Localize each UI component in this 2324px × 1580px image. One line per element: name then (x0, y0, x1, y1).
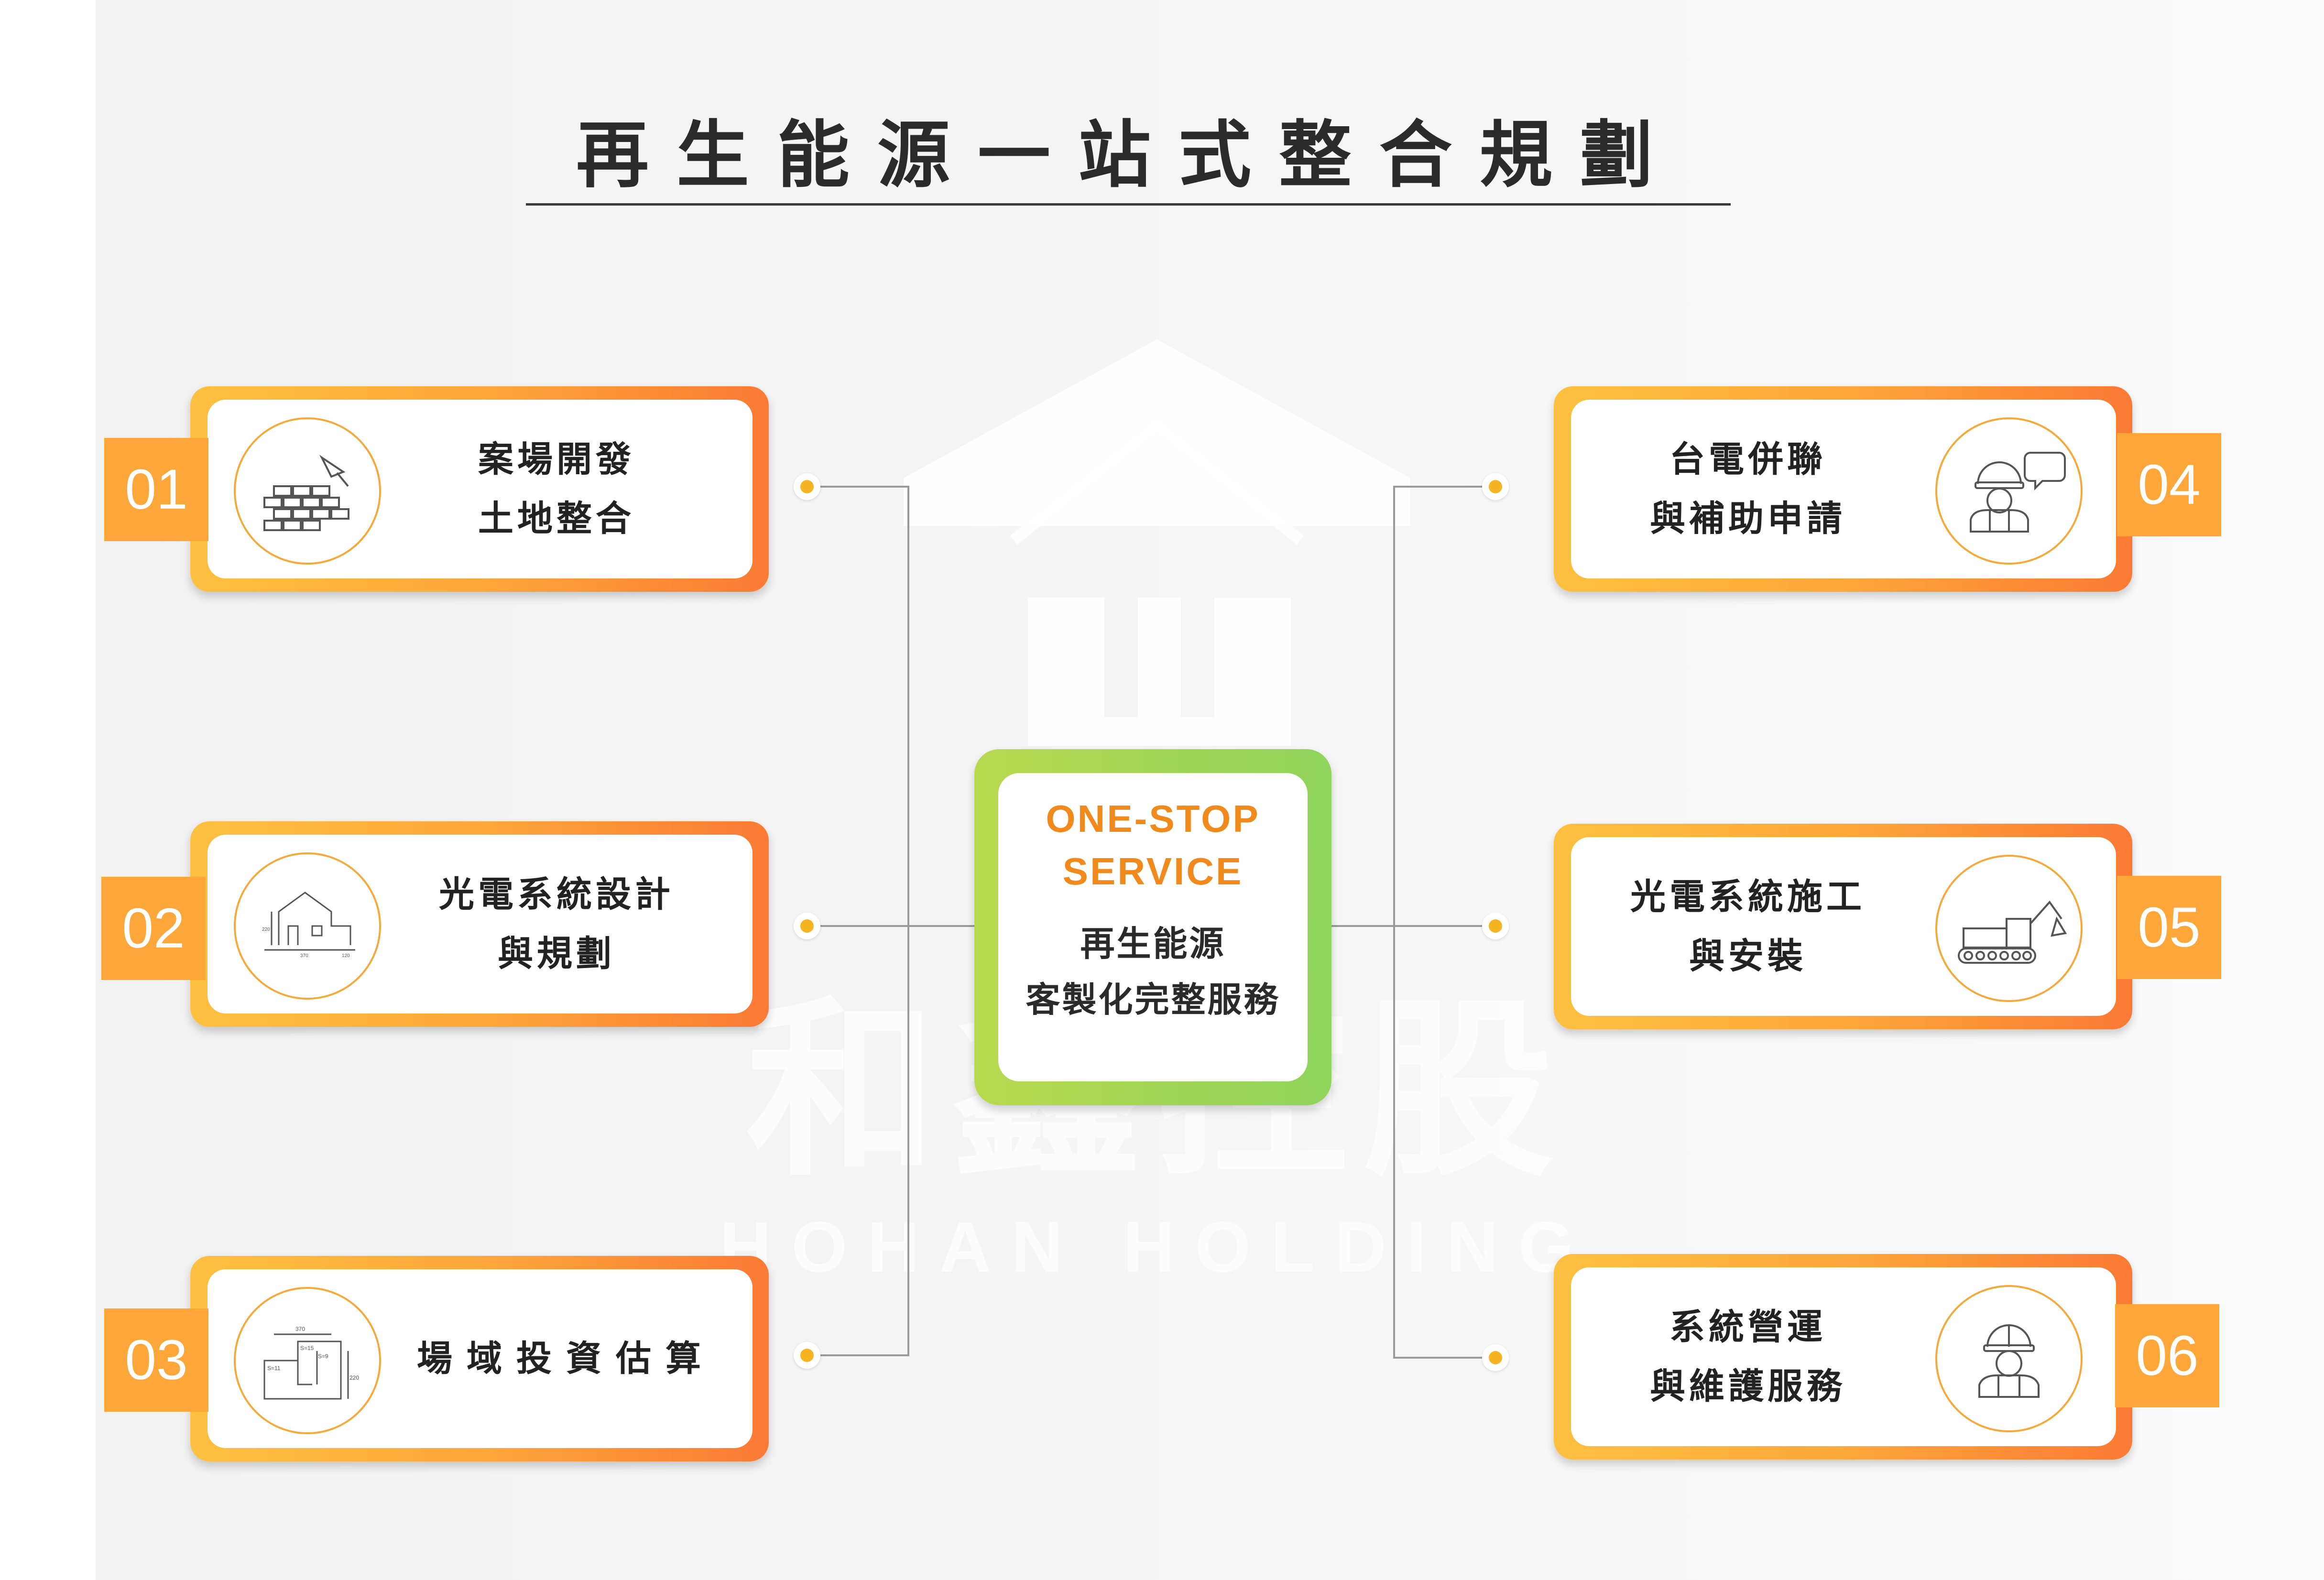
step-title-line1: 光電系統設計 (439, 874, 674, 915)
step-title-line1: 案場開發 (478, 439, 635, 480)
connector-dot-02 (794, 913, 820, 939)
step-card-06: 系統營運 與維護服務 (1554, 1254, 2132, 1460)
center-hub-body: ONE-STOP SERVICE 再生能源 客製化完整服務 (998, 773, 1308, 1081)
step-text: 光電系統施工 與安裝 (1590, 837, 1906, 1016)
center-chinese-line2: 客製化完整服務 (1026, 980, 1280, 1020)
step-text: 台電併聯 與補助申請 (1590, 400, 1906, 578)
plan-area-2: S=9 (318, 1353, 328, 1360)
step-card-body: 370 S=15 S=9 S=11 220 場域投資估算 (207, 1269, 753, 1448)
step-title-line1: 場域投資估算 (417, 1338, 715, 1379)
connector-dot-03 (794, 1342, 820, 1369)
icon-circle (1935, 855, 2083, 1002)
center-english-line2: SERVICE (1062, 850, 1244, 893)
step-card-03: 370 S=15 S=9 S=11 220 場域投資估算 (190, 1256, 769, 1461)
step-text: 案場開發 土地整合 (399, 400, 714, 578)
center-english-line1: ONE-STOP (1046, 797, 1260, 840)
step-title-line1: 台電併聯 (1669, 439, 1826, 480)
step-text: 系統營運 與維護服務 (1590, 1267, 1906, 1446)
step-number-05: 05 (2117, 876, 2221, 979)
step-card-body: 台電併聯 與補助申請 (1571, 400, 2116, 578)
icon-circle (1935, 417, 2083, 565)
step-card-body: 系統營運 與維護服務 (1571, 1267, 2116, 1446)
step-number-06: 06 (2115, 1304, 2219, 1407)
connector-dot-04 (1482, 473, 1509, 500)
connector-dot-01 (794, 473, 820, 500)
title-underline (526, 203, 1731, 206)
plan-area-1: S=15 (300, 1345, 314, 1351)
icon-circle (234, 417, 381, 565)
step-card-body: 光電系統施工 與安裝 (1571, 837, 2116, 1016)
step-title-line2: 與補助申請 (1650, 498, 1846, 539)
step-title-line2: 與安裝 (1689, 936, 1807, 977)
step-text: 場域投資估算 (399, 1269, 733, 1448)
step-card-01: 案場開發 土地整合 (190, 386, 769, 592)
step-title-line2: 與維護服務 (1650, 1366, 1846, 1407)
step-number-01: 01 (104, 438, 208, 541)
step-card-body: 案場開發 土地整合 (207, 400, 753, 578)
icon-circle: 220 370 120 (234, 852, 381, 1000)
center-hub: ONE-STOP SERVICE 再生能源 客製化完整服務 (974, 749, 1331, 1105)
page-title: 再生能源一站式整合規劃 (576, 113, 1680, 197)
step-card-04: 台電併聯 與補助申請 (1554, 386, 2132, 592)
step-number-04: 04 (2117, 433, 2221, 536)
step-title-line2: 與規劃 (498, 933, 615, 974)
step-card-05: 光電系統施工 與安裝 (1554, 824, 2132, 1029)
house-dim-bottom: 370 (300, 953, 308, 959)
connector-dot-06 (1482, 1344, 1509, 1371)
step-number-02: 02 (101, 877, 206, 980)
icon-circle: 370 S=15 S=9 S=11 220 (234, 1287, 381, 1434)
step-number-03: 03 (104, 1308, 208, 1412)
house-dim-left: 220 (262, 927, 270, 932)
step-title-line1: 系統營運 (1669, 1307, 1826, 1348)
center-chinese-line1: 再生能源 (1080, 924, 1226, 964)
worker-speech-icon (1970, 452, 2066, 533)
bricks-trowel-icon (263, 455, 349, 531)
watermark-english: HOHAN HOLDING (720, 1207, 1594, 1287)
plan-dim-side: 220 (349, 1374, 359, 1381)
house-blueprint-icon: 220 370 120 (262, 892, 355, 959)
step-text: 光電系統設計 與規劃 (399, 835, 714, 1013)
step-card-02: 220 370 120 光電系統設計 與規劃 (190, 821, 769, 1027)
worker-icon (1978, 1324, 2040, 1398)
step-title-line1: 光電系統施工 (1630, 876, 1866, 917)
house-dim-right: 120 (342, 953, 350, 959)
floor-plan-icon: 370 S=15 S=9 S=11 220 (263, 1326, 359, 1400)
connector-dot-05 (1482, 913, 1509, 939)
plan-area-3: S=11 (267, 1365, 281, 1372)
step-title-line2: 土地整合 (478, 498, 635, 539)
step-card-body: 220 370 120 光電系統設計 與規劃 (207, 835, 753, 1013)
icon-circle (1935, 1285, 2083, 1432)
plan-dim-top: 370 (295, 1326, 305, 1332)
excavator-icon (1958, 900, 2067, 964)
